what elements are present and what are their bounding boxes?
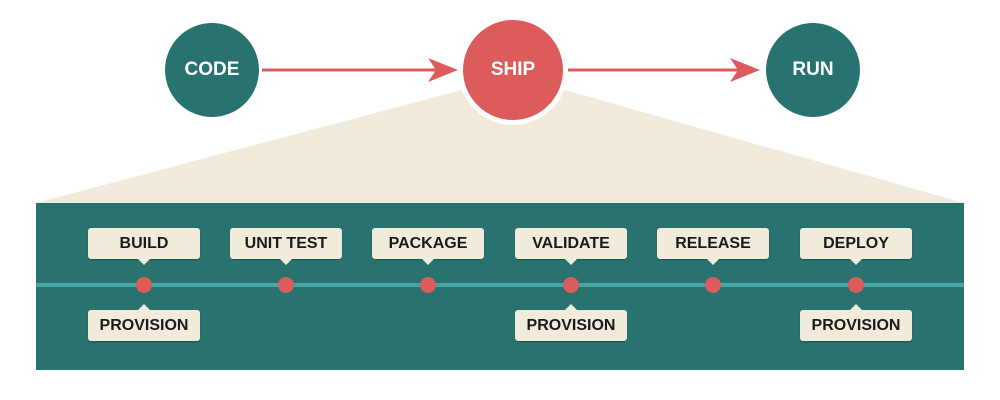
stage-dot-release xyxy=(705,277,721,293)
stage-dot-package xyxy=(420,277,436,293)
stage-sub-validate: PROVISION xyxy=(515,304,627,341)
zoom-wedge xyxy=(36,90,964,203)
stage-label-release: RELEASE xyxy=(657,228,769,265)
stage-label-deploy: DEPLOY xyxy=(800,228,912,265)
stage-sub-build: PROVISION xyxy=(88,304,200,341)
node-ship-label: SHIP xyxy=(490,59,536,80)
stage-label-build: BUILD xyxy=(88,228,200,265)
timeline xyxy=(36,283,964,287)
stage-dot-unit-test xyxy=(278,277,294,293)
stage-label-unit-test: UNIT TEST xyxy=(230,228,342,265)
node-code: CODE xyxy=(165,23,259,117)
arrowhead-ship xyxy=(428,58,458,82)
stage-dot-validate xyxy=(563,277,579,293)
node-code-label: CODE xyxy=(184,59,240,80)
stage-sub-deploy: PROVISION xyxy=(800,304,912,341)
pipeline-panel: BUILD PROVISION UNIT TEST PACKAGE VALIDA… xyxy=(36,203,964,370)
node-run-label: RUN xyxy=(792,59,834,80)
node-ship: SHIP xyxy=(458,15,568,125)
node-run: RUN xyxy=(766,23,860,117)
stage-dot-build xyxy=(136,277,152,293)
arrowhead-run xyxy=(730,58,760,82)
stage-label-package: PACKAGE xyxy=(372,228,484,265)
stage-label-validate: VALIDATE xyxy=(515,228,627,265)
stage-dot-deploy xyxy=(848,277,864,293)
